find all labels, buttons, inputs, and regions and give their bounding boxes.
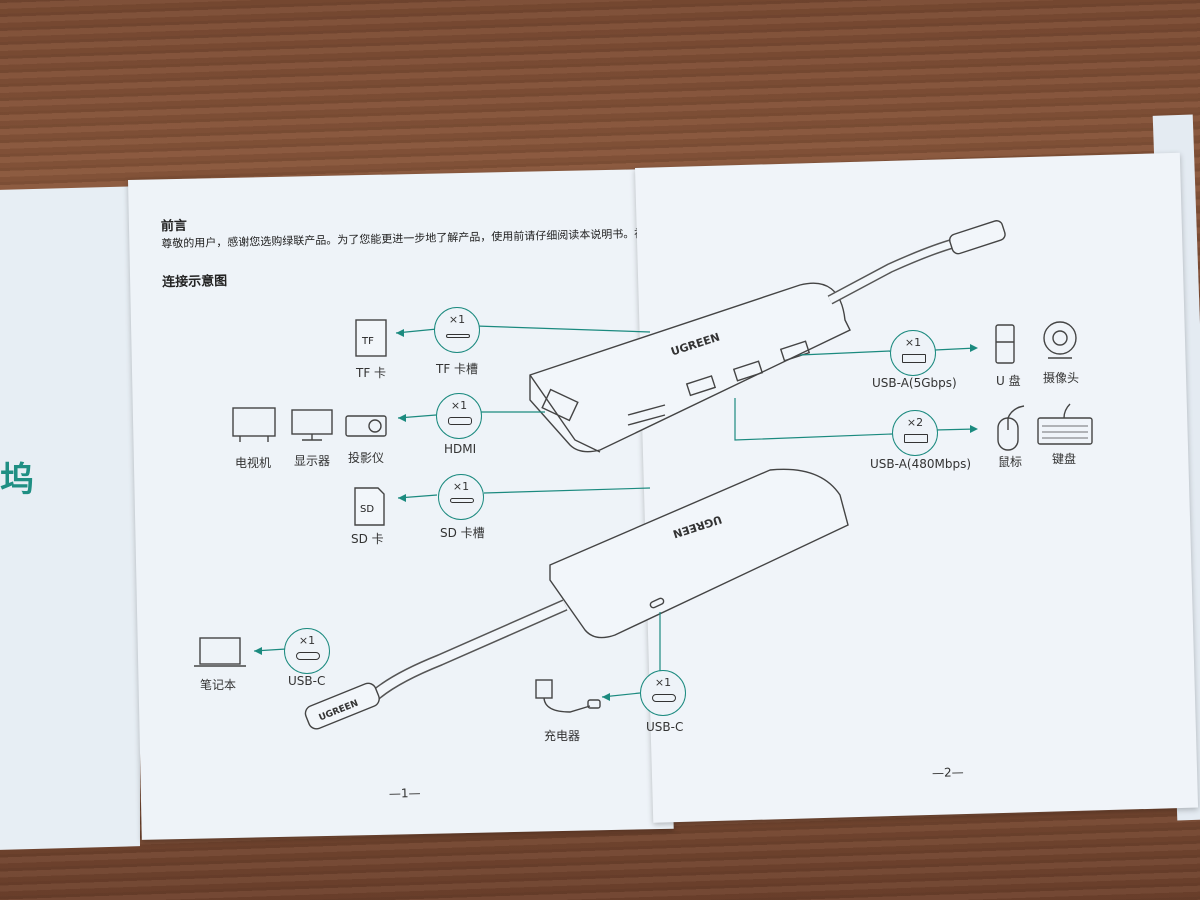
device-monitor-label: 显示器: [294, 454, 331, 468]
hub-top-body: [529, 282, 851, 453]
hub-top-usbc-plug: [948, 220, 1006, 255]
port-hdmi-label: HDMI: [444, 442, 477, 456]
hub-hdmi-port: [541, 388, 579, 422]
port-hdmi: ×1: [436, 393, 482, 439]
port-usbc-host: ×1: [284, 628, 330, 674]
keyboard-icon: [1037, 417, 1093, 445]
device-charger-label: 充电器: [544, 729, 581, 743]
device-tf-card-label: TF 卡: [356, 366, 387, 380]
sd-card-icon-text: SD: [360, 504, 375, 515]
port-usba-5g-count: ×1: [904, 336, 922, 349]
hub-usb-port-2: [732, 360, 764, 382]
device-keyboard-label: 键盘: [1052, 452, 1077, 466]
sd-slot-icon: [450, 498, 474, 503]
projector-icon: [345, 415, 387, 437]
device-projector-label: 投影仪: [348, 451, 385, 465]
port-usbc-pd-label: USB-C: [646, 720, 684, 734]
port-sd: ×1: [438, 474, 484, 520]
partial-title-char: 坞: [0, 460, 34, 500]
usbc-port-icon: [296, 652, 320, 660]
sd-card-icon: [354, 487, 385, 526]
usba-port-icon-2: [904, 434, 928, 443]
port-usbc-host-count: ×1: [298, 634, 316, 647]
port-usba-480-label: USB-A(480Mbps): [870, 457, 972, 471]
hub-usb-port-1: [685, 375, 717, 397]
hub-top-front: [529, 374, 601, 453]
hub-bottom-body: [549, 468, 849, 639]
device-laptop-label: 笔记本: [200, 678, 237, 692]
tf-card-icon-text: TF: [362, 336, 374, 347]
port-usbc-host-label: USB-C: [288, 674, 326, 688]
port-tf-count: ×1: [448, 313, 466, 326]
hub-bottom-pd-port: [649, 597, 665, 609]
device-u-disk-label: U 盘: [996, 374, 1021, 388]
port-usbc-pd: ×1: [640, 670, 686, 716]
usbc-pd-port-icon: [652, 694, 676, 702]
usba-port-icon: [902, 354, 926, 363]
laptop-icon: [199, 637, 241, 665]
hub-usb-port-3: [779, 340, 811, 362]
monitor-icon: [291, 409, 333, 435]
port-usba-5g: ×1: [890, 330, 936, 376]
port-tf-label: TF 卡槽: [436, 362, 479, 376]
device-webcam-label: 摄像头: [1043, 371, 1080, 385]
tv-icon: [232, 407, 276, 437]
port-usbc-pd-count: ×1: [654, 676, 672, 689]
device-tv-label: 电视机: [235, 456, 272, 470]
tf-slot-icon: [446, 334, 470, 338]
port-sd-count: ×1: [452, 480, 470, 493]
webcam-icon: [1043, 321, 1077, 355]
port-tf: ×1: [434, 307, 480, 353]
device-mouse-label: 鼠标: [998, 455, 1023, 469]
hdmi-port-icon: [448, 417, 472, 425]
port-usba-5g-label: USB-A(5Gbps): [872, 376, 957, 390]
u-disk-icon: [995, 324, 1015, 364]
port-sd-label: SD 卡槽: [440, 526, 485, 540]
charger-icon: [535, 679, 553, 699]
tf-card-icon: [355, 319, 387, 357]
device-sd-card-label: SD 卡: [351, 532, 384, 546]
hub-bottom-usbc-plug: [304, 682, 380, 730]
port-usba-480: ×2: [892, 410, 938, 456]
port-hdmi-count: ×1: [450, 399, 468, 412]
port-usba-480-count: ×2: [906, 416, 924, 429]
